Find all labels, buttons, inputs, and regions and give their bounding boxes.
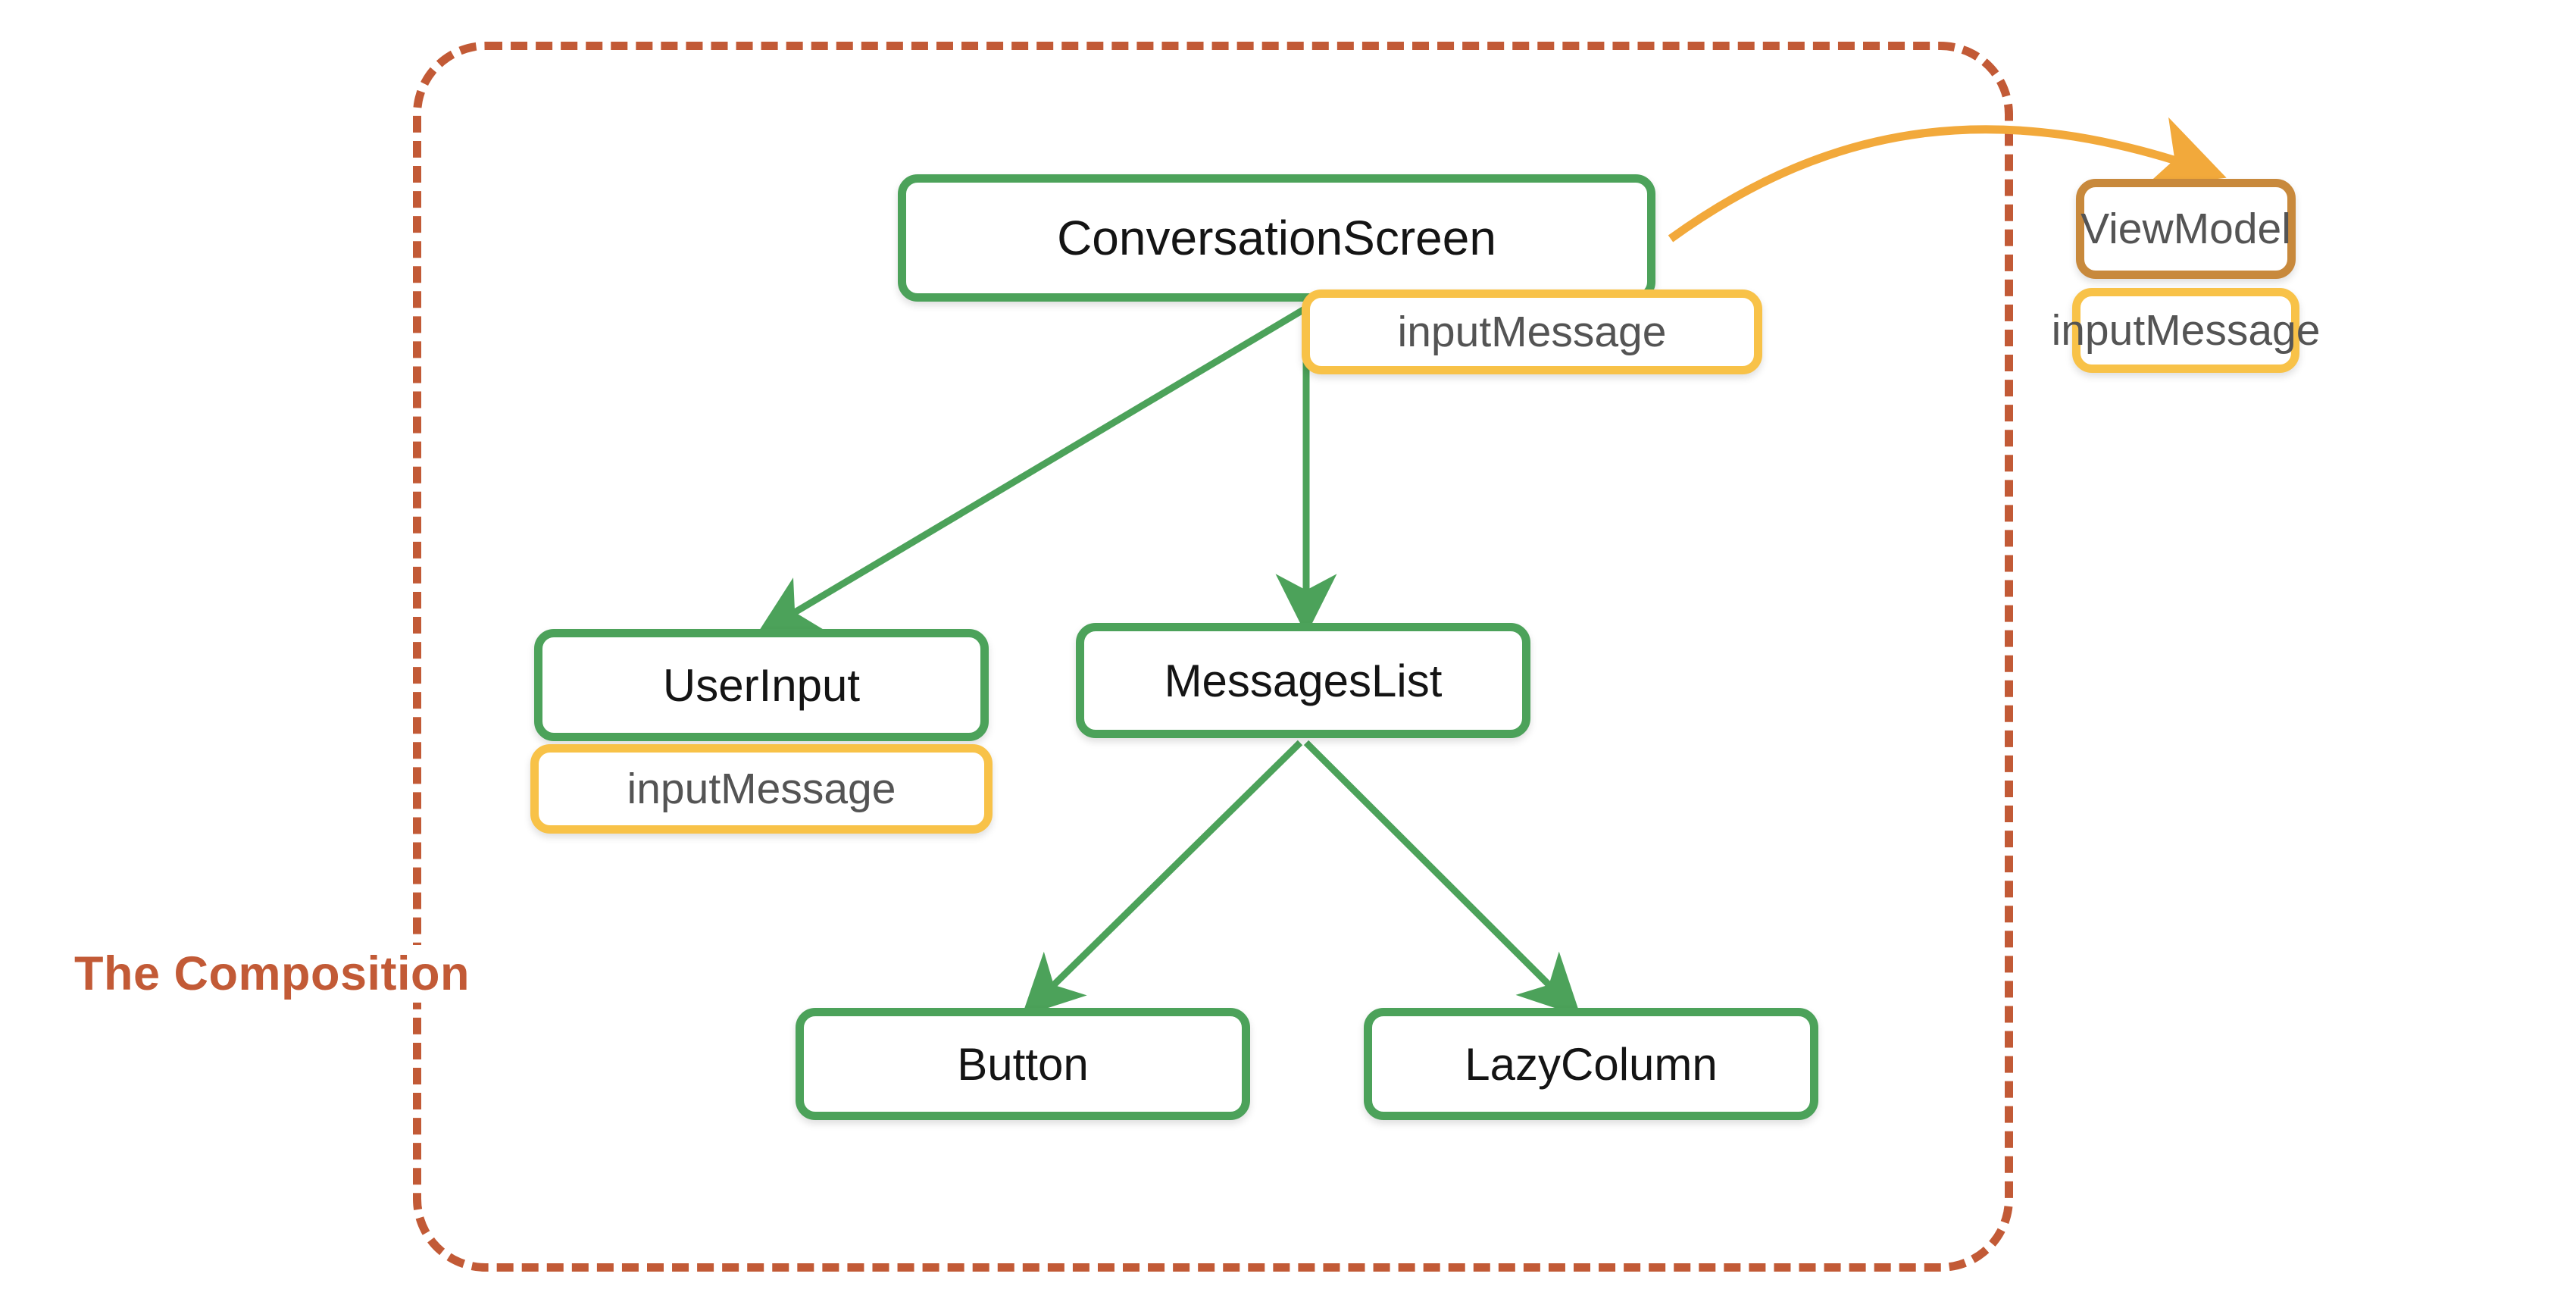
- composition-boundary: [413, 42, 2013, 1272]
- node-label: inputMessage: [2051, 306, 2321, 355]
- node-conversation-screen-state[interactable]: inputMessage: [1302, 289, 1762, 374]
- node-button[interactable]: Button: [796, 1008, 1250, 1120]
- node-label: UserInput: [662, 659, 861, 711]
- node-messages-list[interactable]: MessagesList: [1076, 623, 1530, 738]
- composition-boundary-label: The Composition: [67, 945, 477, 1003]
- node-view-model-state[interactable]: inputMessage: [2052, 288, 2320, 373]
- node-user-input[interactable]: UserInput: [534, 629, 989, 741]
- node-user-input-state[interactable]: inputMessage: [530, 744, 993, 834]
- node-label: LazyColumn: [1465, 1038, 1718, 1090]
- node-lazy-column[interactable]: LazyColumn: [1364, 1008, 1818, 1120]
- node-label: inputMessage: [1397, 308, 1667, 356]
- node-label: ConversationScreen: [1057, 211, 1496, 265]
- node-label: ViewModel: [2080, 205, 2291, 253]
- node-label: inputMessage: [627, 765, 896, 813]
- node-label: Button: [957, 1038, 1089, 1090]
- node-label: MessagesList: [1164, 655, 1443, 706]
- node-view-model[interactable]: ViewModel: [2076, 179, 2296, 279]
- node-conversation-screen[interactable]: ConversationScreen: [898, 174, 1655, 302]
